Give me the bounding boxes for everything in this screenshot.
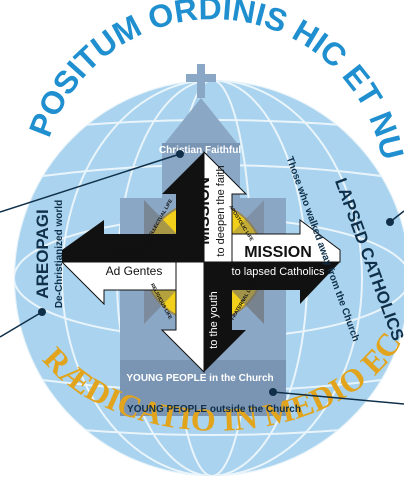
label-young-people-outside: YOUNG PEOPLE outside the Church <box>127 404 301 415</box>
arrow-up-white <box>203 150 248 263</box>
label-areopagi-sub: De-Christianized world <box>54 200 65 308</box>
label-young-people-in: YOUNG PEOPLE in the Church <box>126 373 273 384</box>
arrow-right-dark <box>204 262 340 304</box>
arrows <box>60 150 341 374</box>
arrow-up <box>162 152 204 262</box>
mission-ad-gentes-sub: Ad Gentes <box>106 264 163 278</box>
mission-youth-sub: to the youth <box>208 291 220 349</box>
mission-faith-sub: to deepen the faith <box>215 165 227 256</box>
callout-lines <box>0 153 404 405</box>
arrow-left <box>62 220 204 262</box>
mission-youth-title: MISSION <box>190 286 207 354</box>
arrow-down <box>160 261 205 374</box>
callout-dot-right <box>386 218 394 226</box>
mission-faith-title: MISSION <box>196 177 213 245</box>
callout-dot-bottom <box>269 388 277 396</box>
mission-lapsed-title: MISSION <box>244 244 312 261</box>
label-areopagi: AREOPAGI <box>33 209 52 298</box>
arrow-down-dark <box>204 262 246 372</box>
label-christian-faithful: Christian Faithful <box>159 145 241 156</box>
mission-lapsed-sub: to lapsed Catholics <box>232 266 325 278</box>
callout-dot-left <box>38 308 46 316</box>
callout-dot-top <box>176 150 184 158</box>
mission-ad-gentes-title: MISSIO <box>106 242 162 259</box>
